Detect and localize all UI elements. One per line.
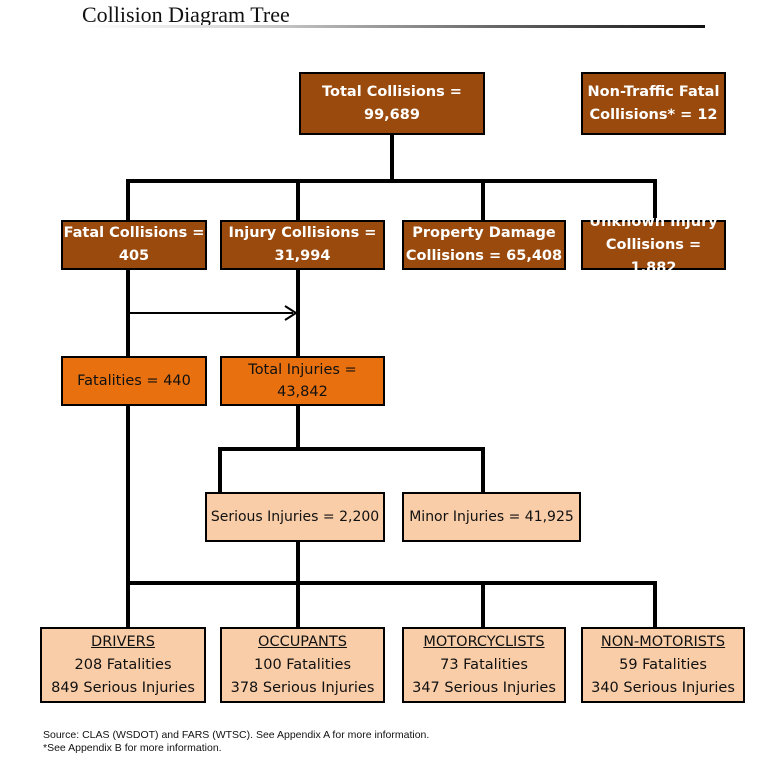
motorcyclists-serious-injuries: 347 Serious Injuries [412,679,556,696]
occupants-box: OCCUPANTS 100 Fatalities 378 Serious Injur… [220,627,385,703]
title-underline [82,25,705,28]
fatalities-box: Fatalities = 440 [61,356,207,406]
fatal-collisions-label: Fatal Collisions = [63,225,205,241]
injury-collisions-value: 31,994 [274,248,331,264]
nonmotorists-heading: NON-MOTORISTS [600,633,726,650]
appendix-note: *See Appendix B for more information. [43,742,222,754]
total-injuries-box: Total Injuries = 43,842 [220,356,385,406]
drivers-fatalities: 208 Fatalities [74,656,172,673]
drivers-heading: DRIVERS [91,633,155,650]
property-damage-label: Property Damage [412,225,556,241]
injury-collisions-label: Injury Collisions = [228,225,377,241]
fatal-collisions-box: Fatal Collisions = 405 [61,220,207,270]
minor-injuries-box: Minor Injuries = 41,925 [402,492,581,542]
non-traffic-value: Collisions* = 12 [589,106,718,123]
footnotes: Source: CLAS (WSDOT) and FARS (WTSC). Se… [43,729,429,755]
motorcyclists-fatalities: 73 Fatalities [440,656,528,673]
drivers-serious-injuries: 849 Serious Injuries [51,679,195,696]
total-collisions-label: Total Collisions = [322,83,462,100]
unknown-injury-label: Unknown Injury [589,213,718,230]
occupants-serious-injuries: 378 Serious Injuries [230,679,375,696]
motorcyclists-heading: MOTORCYCLISTS [423,633,545,650]
total-injuries-label: Total Injuries = [248,362,357,378]
serious-injuries-text: Serious Injuries = 2,200 [210,508,380,525]
source-note: Source: CLAS (WSDOT) and FARS (WTSC). Se… [43,729,430,741]
total-injuries-value: 43,842 [277,384,328,400]
nonmotorists-fatalities: 59 Fatalities [619,656,707,673]
motorcyclists-box: MOTORCYCLISTS 73 Fatalities 347 Serious In… [402,627,566,703]
fatal-collisions-value: 405 [118,248,150,264]
minor-injuries-text: Minor Injuries = 41,925 [409,508,574,525]
occupants-heading: OCCUPANTS [258,633,347,650]
page-title: Collision Diagram Tree [82,2,290,27]
property-damage-value: Collisions = 65,408 [405,248,563,264]
total-collisions-value: 99,689 [364,106,420,123]
drivers-box: DRIVERS 208 Fatalities 849 Serious Injurie… [40,627,206,703]
injury-collisions-box: Injury Collisions = 31,994 [220,220,385,270]
nonmotorists-serious-injuries: 340 Serious Injuries [591,679,735,696]
total-collisions-box: Total Collisions = 99,689 [299,72,485,135]
nonmotorists-box: NON-MOTORISTS 59 Fatalities 340 Serious In… [581,627,745,703]
non-traffic-label: Non-Traffic Fatal [587,83,720,100]
fatalities-text: Fatalities = 440 [77,373,191,389]
unknown-injury-value: Collisions = 1,882 [605,236,702,276]
serious-injuries-box: Serious Injuries = 2,200 [205,492,385,542]
occupants-fatalities: 100 Fatalities [254,656,351,673]
arrow-head-icon [284,305,298,321]
